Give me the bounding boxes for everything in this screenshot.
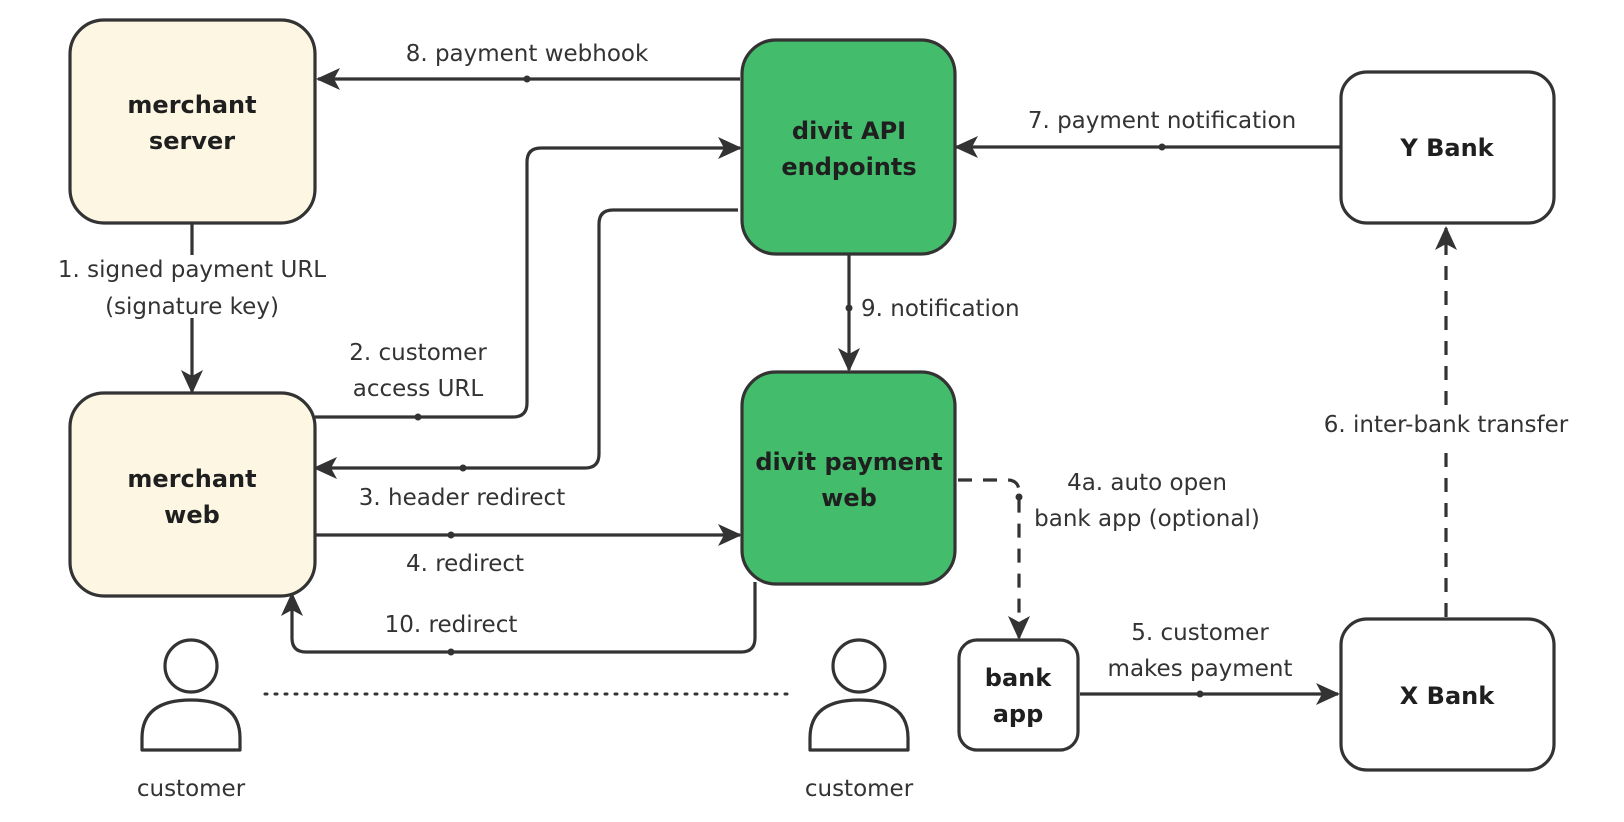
edge-4a-label-line1: 4a. auto open bbox=[1067, 470, 1227, 496]
edge-8-label: 8. payment webhook bbox=[406, 41, 649, 67]
edge-9-label: 9. notification bbox=[861, 296, 1020, 322]
edge-1-label-line1: 1. signed payment URL bbox=[58, 257, 326, 283]
node-merchant-server-label-line1: merchant bbox=[127, 91, 256, 119]
edge-10-midpoint bbox=[447, 648, 455, 656]
node-divit-payment-web: divit payment web bbox=[740, 370, 957, 586]
edge-9-notification: 9. notification bbox=[838, 254, 1020, 372]
edge-3-midpoint bbox=[459, 464, 467, 472]
edge-4-label: 4. redirect bbox=[406, 551, 524, 577]
edge-2-label-line2: access URL bbox=[353, 376, 484, 402]
node-divit-api-endpoints: divit API endpoints bbox=[740, 38, 957, 256]
edge-5-customer-makes-payment: 5. customer makes payment bbox=[1080, 620, 1340, 705]
edge-4-redirect: 4. redirect bbox=[315, 524, 742, 577]
node-x-bank-label: X Bank bbox=[1400, 682, 1495, 710]
node-merchant-server: merchant server bbox=[68, 18, 317, 225]
edge-3-label: 3. header redirect bbox=[359, 485, 565, 511]
edge-5-label-line2: makes payment bbox=[1108, 656, 1293, 682]
node-merchant-web-label-line2: web bbox=[164, 501, 220, 529]
node-divit-api-label-line2: endpoints bbox=[781, 153, 916, 181]
person-icon bbox=[808, 638, 910, 752]
node-merchant-web-label-line1: merchant bbox=[127, 465, 256, 493]
edge-4a-midpoint bbox=[1015, 493, 1023, 501]
edge-7-midpoint bbox=[1158, 143, 1166, 151]
edge-10-label: 10. redirect bbox=[385, 612, 518, 638]
customer-left-label: customer bbox=[137, 776, 246, 802]
edge-6-label: 6. inter-bank transfer bbox=[1324, 412, 1569, 438]
node-divit-payment-web-label-line2: web bbox=[821, 484, 877, 512]
person-icon bbox=[140, 638, 242, 752]
edge-2-label-line1: 2. customer bbox=[349, 340, 487, 366]
node-y-bank-label: Y Bank bbox=[1399, 134, 1494, 162]
edge-8-payment-webhook: 8. payment webhook bbox=[316, 41, 740, 90]
edge-4a-label-line2: bank app (optional) bbox=[1034, 506, 1260, 532]
node-divit-payment-web-label-line1: divit payment bbox=[755, 448, 942, 476]
edge-8-midpoint bbox=[523, 75, 531, 83]
edge-7-label: 7. payment notification bbox=[1028, 108, 1296, 134]
node-bank-app-label-line1: bank bbox=[985, 664, 1052, 692]
edge-10-redirect: 10. redirect bbox=[281, 582, 757, 656]
edge-2-midpoint bbox=[414, 413, 422, 421]
customer-left: customer bbox=[137, 638, 246, 802]
customer-right: customer bbox=[805, 638, 914, 802]
edge-7-payment-notification: 7. payment notification bbox=[954, 108, 1340, 158]
node-merchant-web: merchant web bbox=[68, 391, 317, 598]
edge-6-inter-bank-transfer: 6. inter-bank transfer bbox=[1324, 226, 1569, 617]
node-y-bank: Y Bank bbox=[1339, 70, 1556, 225]
edge-3-header-redirect: 3. header redirect bbox=[313, 208, 738, 511]
customer-right-label: customer bbox=[805, 776, 914, 802]
edge-9-midpoint bbox=[845, 304, 853, 312]
edge-5-midpoint bbox=[1196, 690, 1204, 698]
edge-5-label-line1: 5. customer bbox=[1131, 620, 1269, 646]
node-x-bank: X Bank bbox=[1339, 617, 1556, 772]
node-divit-api-label-line1: divit API bbox=[792, 117, 906, 145]
node-bank-app-label-line2: app bbox=[993, 700, 1044, 728]
edge-4a-auto-open-bank-app: 4a. auto open bank app (optional) bbox=[958, 470, 1260, 640]
node-merchant-server-label-line2: server bbox=[149, 127, 235, 155]
edge-4-midpoint bbox=[447, 531, 455, 539]
edge-2-customer-access-url: 2. customer access URL bbox=[315, 137, 742, 421]
node-bank-app: bank app bbox=[957, 638, 1080, 752]
edge-1-label-line2: (signature key) bbox=[105, 294, 279, 320]
edge-1-signed-payment-url: 1. signed payment URL (signature key) bbox=[58, 222, 326, 394]
